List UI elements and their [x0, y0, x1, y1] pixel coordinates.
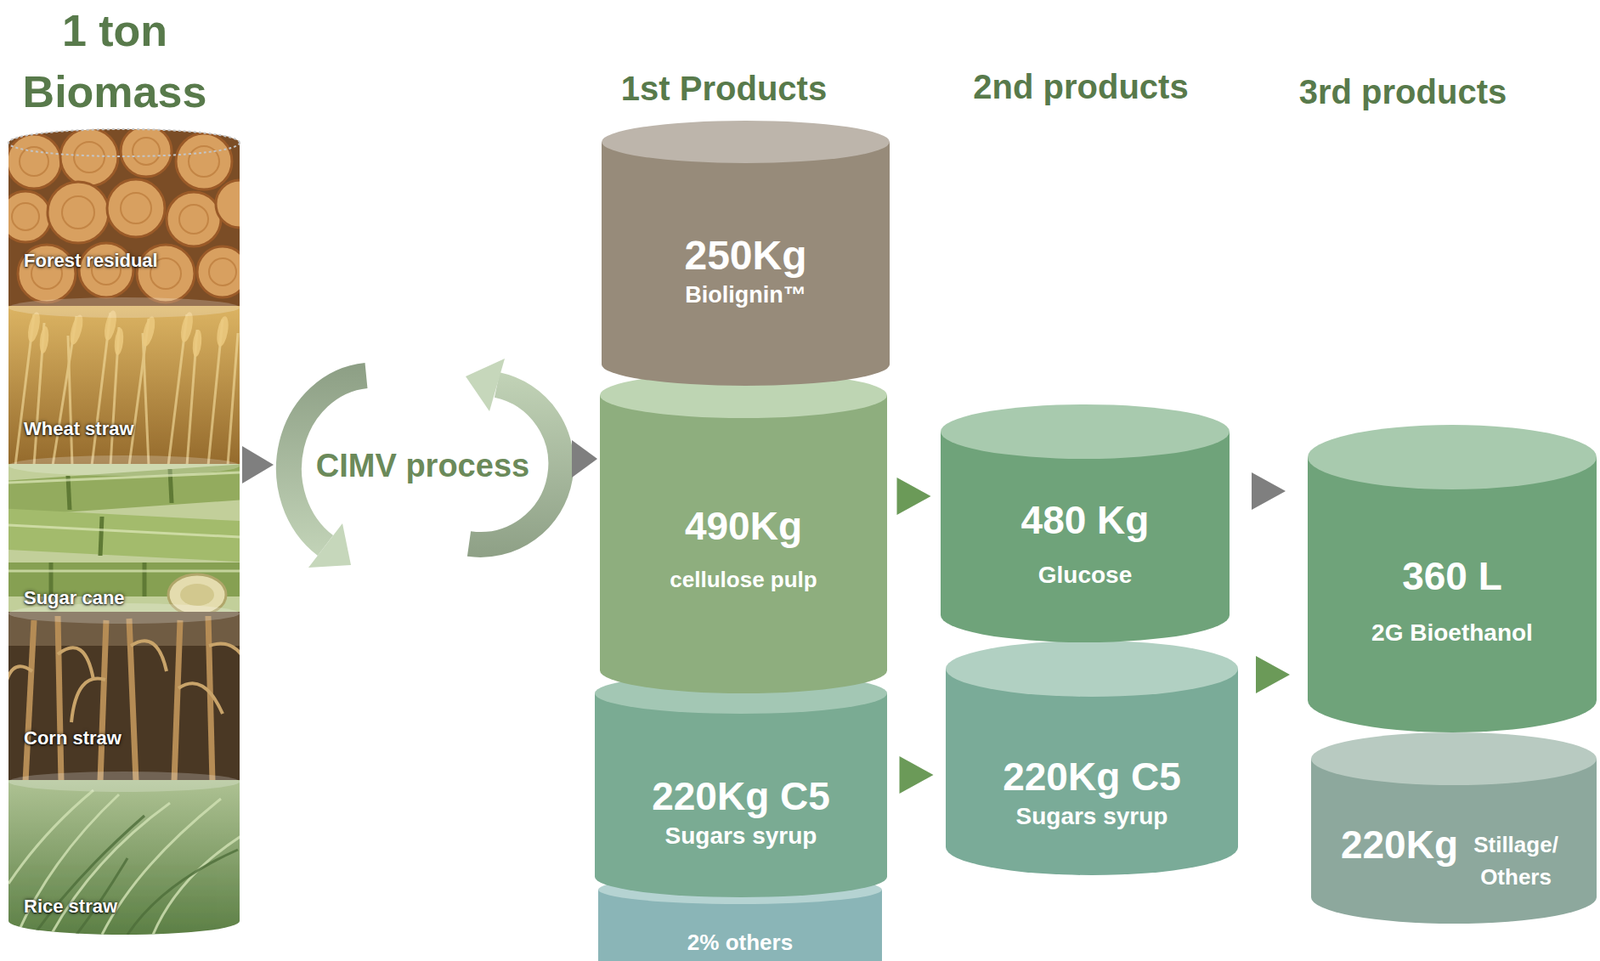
- biomass-column: 1 ton BiomassForest residualWheat strawS…: [8, 127, 240, 933]
- text-group: 490Kg cellulose pulp: [599, 503, 888, 594]
- product-cylinder: 220KgStillage/ Others: [1311, 732, 1597, 924]
- flow-arrow: [1255, 655, 1290, 694]
- band-label: Rice straw: [23, 895, 118, 918]
- cylinder-top: [599, 372, 888, 419]
- product-cylinder: 480 Kg Glucose: [940, 404, 1230, 643]
- cylinder-top: [1311, 732, 1597, 786]
- biomass-band: Forest residual: [8, 132, 240, 306]
- column-heading: 2nd products: [972, 66, 1188, 108]
- flow-arrow: [1251, 472, 1286, 510]
- quantity-value: 220Kg C5: [1002, 754, 1182, 800]
- text-group: 360 L 2G Bioethanol: [1307, 554, 1597, 647]
- flow-arrow: [571, 440, 598, 478]
- flow-arrow: [242, 446, 274, 484]
- quantity-value: 360 L: [1402, 554, 1503, 600]
- text-group: CIMV process: [276, 361, 570, 572]
- text-group: Corn straw: [23, 727, 122, 750]
- cylinder-body: [945, 668, 1239, 876]
- text-group: 220Kg C5Sugars syrup: [945, 754, 1239, 831]
- product-name: Sugars syrup: [1016, 802, 1169, 831]
- text-group: 2% others: [598, 930, 882, 956]
- label-holder: 1st Products: [621, 67, 827, 109]
- label-holder: 2nd products: [972, 66, 1188, 108]
- text-group: Wheat straw: [23, 418, 135, 441]
- label-holder: 3rd products: [1299, 71, 1507, 113]
- column-heading: 1 ton Biomass: [16, 0, 213, 123]
- text-group: 480 Kg Glucose: [940, 497, 1230, 589]
- product-name: Glucose: [1038, 561, 1132, 589]
- text-group: 220KgStillage/ Others: [1311, 821, 1597, 894]
- text-group: 250KgBiolignin™: [601, 231, 890, 309]
- biomass-band: Wheat straw: [8, 305, 240, 464]
- cycle-arrowhead: [465, 358, 505, 412]
- band-label: Wheat straw: [23, 418, 135, 441]
- cylinder-body: [594, 693, 888, 898]
- cylinder-body: [599, 395, 888, 694]
- sugar-cane-picture: [0, 463, 256, 616]
- product-cylinder: 490Kg cellulose pulp: [599, 372, 888, 694]
- cylinder-body: [1307, 457, 1597, 733]
- rice-straw-picture: [8, 780, 247, 935]
- quantity-value: 490Kg: [684, 503, 803, 549]
- product-cylinder: 250KgBiolignin™: [601, 120, 890, 386]
- quantity-value: 250Kg: [684, 231, 807, 279]
- wheat-straw-picture: [8, 305, 240, 466]
- column-heading: 1st Products: [621, 67, 827, 109]
- corn-straw-picture: [3, 611, 247, 782]
- process-node: CIMV process: [276, 361, 570, 572]
- text-group: Sugar cane: [23, 587, 125, 610]
- product-cylinder: 220Kg C5Sugars syrup: [945, 640, 1239, 876]
- process-label: CIMV process: [316, 446, 530, 487]
- text-group: Forest residual: [23, 249, 159, 272]
- cylinder-body: [601, 141, 890, 386]
- quantity-value: 220Kg C5: [651, 774, 831, 820]
- biomass-band: Rice straw: [8, 780, 240, 933]
- quantity-value: 2% others: [687, 930, 793, 956]
- cycle-arrows: [288, 358, 561, 568]
- quantity-value: 220Kg: [1340, 821, 1459, 868]
- biomass-band: Corn straw: [8, 611, 240, 781]
- biomass-band: Sugar cane: [8, 463, 240, 612]
- band-label: Sugar cane: [23, 587, 125, 610]
- forest-logs: [0, 125, 264, 308]
- band-label: Corn straw: [23, 727, 122, 750]
- text-group: 1 ton Biomass: [16, 0, 213, 123]
- band-label: Forest residual: [23, 249, 159, 272]
- product-cylinder: 360 L 2G Bioethanol: [1307, 424, 1597, 733]
- quantity-value: 480 Kg: [1021, 497, 1150, 543]
- cylinder-top: [598, 875, 882, 905]
- product-name: Sugars syrup: [665, 822, 818, 850]
- flow-arrow: [897, 477, 932, 515]
- product-name: cellulose pulp: [669, 567, 817, 594]
- text-group: 220Kg C5Sugars syrup: [594, 774, 888, 850]
- product-name: 2G Bioethanol: [1371, 619, 1533, 647]
- cylinder-top: [1307, 424, 1597, 490]
- cylinder-body: [940, 431, 1230, 643]
- cylinder-top: [940, 404, 1230, 459]
- biomass-picture: [0, 125, 264, 935]
- cylinder-rim: [8, 129, 240, 157]
- cylinder-top: [594, 672, 888, 714]
- product-cylinder: 220Kg C5Sugars syrup: [594, 672, 888, 898]
- cycle-arrowhead: [308, 523, 351, 568]
- band-joins: [8, 297, 240, 792]
- flow-arrow: [899, 756, 934, 794]
- product-name: Biolignin™: [684, 282, 806, 309]
- product-name: Stillage/ Others: [1464, 821, 1567, 894]
- text-group: Rice straw: [23, 895, 118, 918]
- cylinder-top: [945, 640, 1239, 697]
- cylinder-top: [601, 120, 890, 164]
- column-heading: 3rd products: [1299, 71, 1507, 113]
